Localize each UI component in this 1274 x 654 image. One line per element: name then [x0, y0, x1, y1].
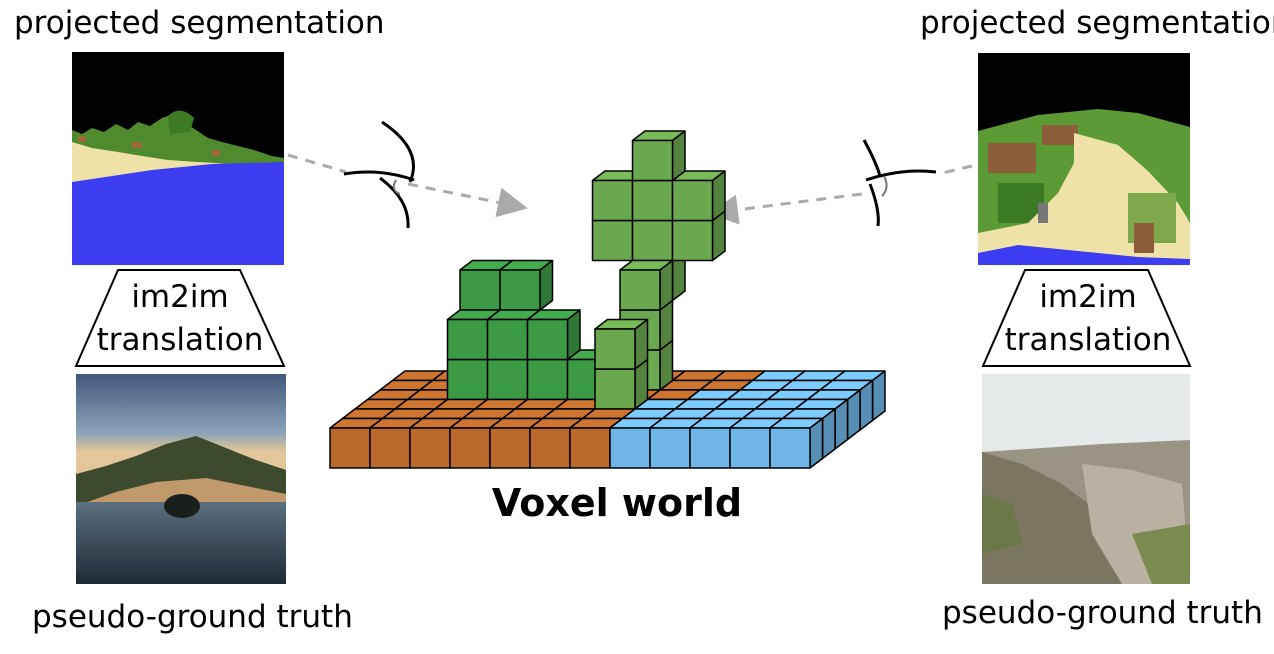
tower-voxel-front	[591, 179, 634, 222]
ground-voxel-side	[871, 370, 886, 422]
tree-voxel-front	[486, 358, 529, 401]
ground-voxel-side	[821, 408, 836, 460]
tower-voxel-front	[591, 219, 634, 262]
left-eye-icon	[343, 120, 415, 229]
tree-voxel-side	[539, 259, 554, 311]
ground-voxel-front	[689, 427, 731, 469]
right-eye-icon	[862, 139, 937, 227]
ground-voxel-side	[859, 379, 874, 431]
tree-voxel-front	[459, 269, 501, 311]
ground-voxel-front	[769, 427, 811, 469]
tower-voxel-front	[619, 269, 661, 311]
ground-voxel-front	[489, 427, 531, 469]
tower-voxel-side	[671, 130, 686, 182]
tree-voxel-front	[526, 318, 569, 361]
right-photo	[982, 374, 1190, 584]
tower-voxel-front	[631, 219, 674, 262]
left-segmentation-image	[72, 52, 284, 265]
left-im2im-box: im2im translation	[74, 269, 286, 367]
left-dashed-arrow	[287, 153, 528, 218]
left-photo	[76, 374, 286, 584]
right-dashed-arrow	[708, 164, 973, 225]
ground-voxel-front	[729, 427, 771, 469]
ground-voxel-side	[834, 398, 849, 450]
ground-voxel-front	[329, 427, 371, 469]
tower-voxel-front	[671, 219, 714, 262]
ground-voxel-front	[449, 427, 491, 469]
tower-voxel-front	[631, 179, 674, 222]
right-im2im-box: im2im translation	[981, 269, 1192, 367]
tower-voxel-side	[634, 318, 649, 370]
ground-voxel-front	[569, 427, 611, 469]
tower-voxel-side	[711, 170, 726, 222]
tower-voxel-front	[594, 328, 636, 370]
voxel-world	[329, 130, 886, 469]
tower-voxel-front	[594, 368, 636, 410]
tree-voxel-front	[526, 358, 569, 401]
ground-voxel-side	[809, 417, 824, 469]
left-im2im-label: im2im	[131, 279, 228, 315]
left-translation-label: translation	[97, 322, 264, 358]
tree-voxel-front	[486, 318, 529, 361]
right-im2im-label: im2im	[1039, 279, 1136, 315]
tree-voxel-front	[446, 358, 489, 401]
ground-voxel-front	[409, 427, 451, 469]
tower-voxel-front	[631, 139, 674, 182]
ground-voxel-front	[609, 427, 651, 469]
right-segmentation-image	[978, 53, 1190, 265]
voxel-world-title: Voxel world	[492, 481, 742, 525]
tree-voxel-front	[446, 318, 489, 361]
left-top-caption: projected segmentation	[14, 5, 385, 41]
ground-voxel-front	[369, 427, 411, 469]
tower-voxel-side	[659, 259, 674, 311]
tree-voxel-side	[566, 309, 581, 361]
ground-voxel-front	[529, 427, 571, 469]
right-top-caption: projected segmentation	[920, 5, 1274, 41]
right-bottom-caption: pseudo-ground truth	[942, 595, 1263, 631]
ground-voxel-front	[649, 427, 691, 469]
ground-voxel-side	[846, 389, 861, 441]
tree-voxel-front	[499, 269, 541, 311]
left-bottom-caption: pseudo-ground truth	[32, 599, 353, 635]
right-translation-label: translation	[1005, 322, 1172, 358]
tower-voxel-front	[671, 179, 714, 222]
